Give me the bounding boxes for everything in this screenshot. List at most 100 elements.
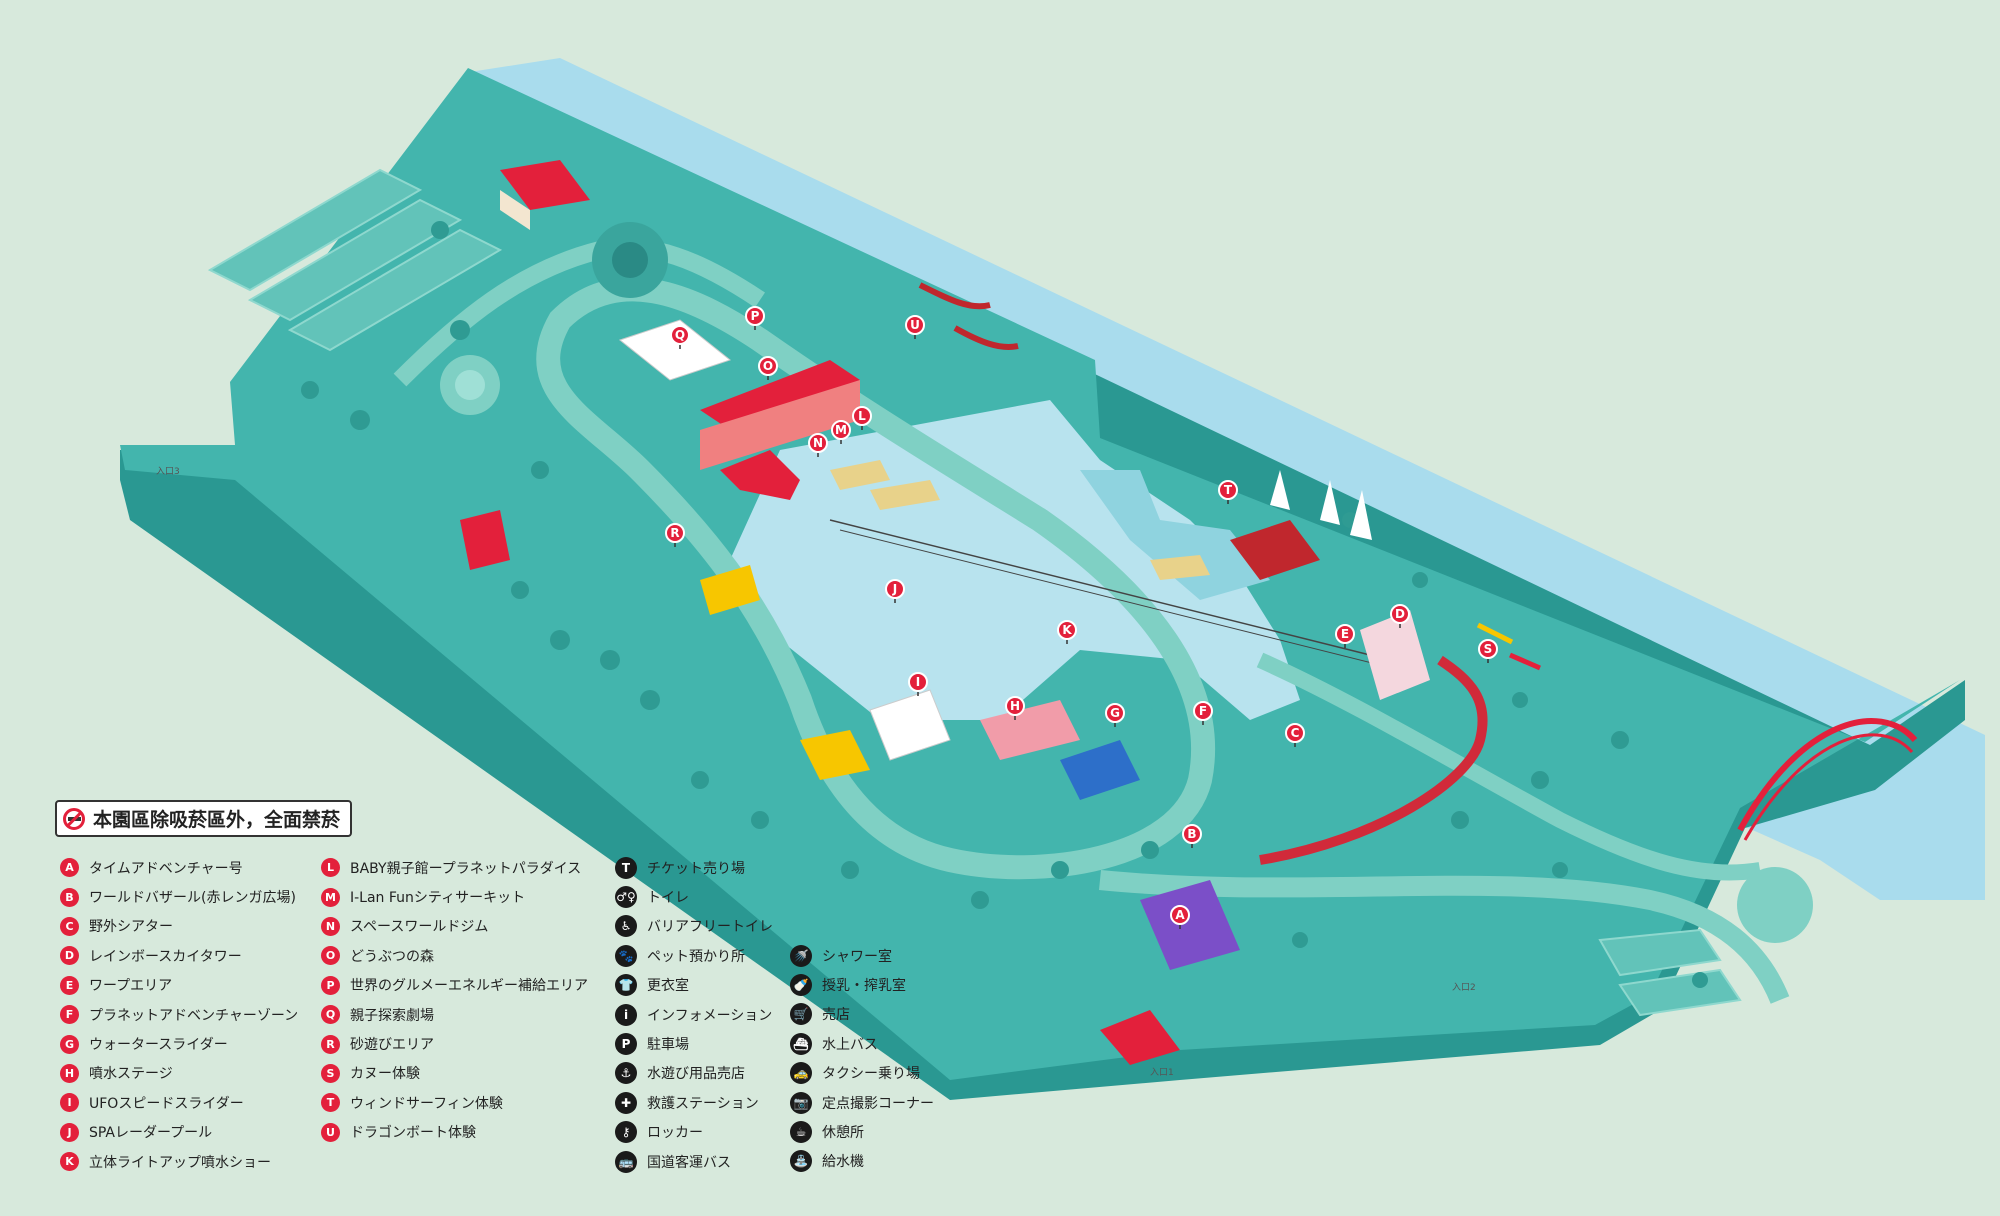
pin-u[interactable]: U [905, 315, 925, 339]
pin-n[interactable]: N [808, 433, 828, 457]
legend-item-label: 給水機 [822, 1154, 864, 1171]
legend-item: 👕 更衣室 [615, 971, 773, 1000]
pin-m[interactable]: M [831, 420, 851, 444]
facility-badge-c: C [60, 916, 79, 936]
svg-text:I: I [916, 675, 920, 689]
pin-l[interactable]: L [852, 406, 872, 430]
pin-p[interactable]: P [745, 306, 765, 330]
pin-a[interactable]: A [1170, 905, 1190, 929]
no-smoking-text: 本園區除吸菸區外，全面禁菸 [93, 809, 341, 831]
legend-item: 🛒売店 [790, 1000, 934, 1029]
svg-text:B: B [1187, 827, 1196, 841]
svg-text:J: J [892, 582, 897, 596]
legend-item: C 野外シアター [60, 912, 298, 941]
legend-item: ♿バリアフリートイレ [615, 912, 773, 941]
entrance-3-label: 入口3 [156, 466, 180, 477]
svg-text:A: A [1175, 908, 1185, 922]
pin-g[interactable]: G [1105, 703, 1125, 727]
pin-j[interactable]: J [885, 579, 905, 603]
legend-item-label: I-Lan Funシティサーキット [350, 890, 526, 907]
svg-text:N: N [813, 436, 823, 450]
legend-item-label: 休憩所 [822, 1125, 864, 1142]
legend-item-label: ドラゴンボート体験 [350, 1125, 476, 1142]
cable-car-line [829, 519, 1391, 661]
facility-badge-p: P [321, 975, 340, 995]
pin-h[interactable]: H [1005, 696, 1025, 720]
legend-item-label: 親子探索劇場 [350, 1007, 434, 1024]
fountain-plaza-center [612, 242, 648, 278]
legend-item-label: 授乳・搾乳室 [822, 978, 906, 995]
legend-item: J SPAレーダープール [60, 1118, 298, 1147]
pin-s[interactable]: S [1478, 639, 1498, 663]
pin-e[interactable]: E [1335, 624, 1355, 648]
facility-badge-e: E [60, 975, 79, 995]
taxi-icon: 🚕 [790, 1062, 812, 1085]
legend-item-label: 救護ステーション [647, 1095, 759, 1112]
piers [830, 460, 1210, 580]
legend-item: 🚕タクシー乗り場 [790, 1059, 934, 1088]
legend-item: U ドラゴンボート体験 [321, 1118, 588, 1147]
lagoon [1080, 470, 1270, 600]
facility-badge-d: D [60, 946, 79, 966]
svg-text:F: F [1199, 704, 1207, 718]
pin-d[interactable]: D [1390, 604, 1410, 628]
facility-badge-q: Q [321, 1005, 340, 1025]
info-icon: i [615, 1003, 637, 1026]
parking-icon: P [615, 1033, 637, 1056]
legend-item: 🚌 国道客運バス [615, 1147, 773, 1176]
pin-c[interactable]: C [1285, 723, 1305, 747]
pin-o[interactable]: O [758, 356, 778, 380]
legend-item: D レインボースカイタワー [60, 941, 298, 970]
pin-i[interactable]: I [908, 672, 928, 696]
legend-item: 🐾ペット預かり所 [615, 941, 773, 970]
bus-icon: 🚌 [615, 1150, 637, 1173]
pin-q[interactable]: Q [670, 325, 690, 349]
legend-item-label: スペースワールドジム [350, 919, 489, 936]
pin-f[interactable]: F [1193, 701, 1213, 725]
facility-badge-b: B [60, 887, 79, 907]
legend-item: 🚿シャワー室 [790, 941, 934, 970]
legend-item: P 世界のグルメーエネルギー補給エリア [321, 971, 588, 1000]
pin-k[interactable]: K [1057, 620, 1077, 644]
walkway-south [1099, 870, 1790, 1004]
legend-item-label: 世界のグルメーエネルギー補給エリア [350, 978, 588, 995]
legend-item-label: シャワー室 [822, 948, 892, 965]
legend-column-services-2: 🚿シャワー室🍼授乳・搾乳室🛒売店⛴水上バス🚕タクシー乗り場📷定点撮影コーナー☕休… [790, 941, 934, 1176]
legend-item: ⛲給水機 [790, 1147, 934, 1176]
legend-item-label: 売店 [822, 1007, 850, 1024]
pet-icon: 🐾 [615, 944, 637, 967]
legend-item-label: ワープエリア [89, 978, 173, 995]
legend-item-label: 国道客運バス [647, 1154, 731, 1171]
roundabout-south [1737, 867, 1813, 943]
canoe-1 [1476, 622, 1514, 645]
facility-badge-u: U [321, 1122, 340, 1142]
nursing-icon: 🍼 [790, 974, 812, 997]
legend-item-label: 更衣室 [647, 978, 689, 995]
pin-r[interactable]: R [665, 523, 685, 547]
facility-badge-f: F [60, 1005, 79, 1025]
facility-badge-n: N [321, 916, 340, 936]
svg-text:M: M [835, 423, 847, 437]
svg-text:T: T [1224, 483, 1233, 497]
svg-text:S: S [1484, 642, 1493, 656]
legend-item: 📷定点撮影コーナー [790, 1088, 934, 1117]
legend-item-label: 野外シアター [89, 919, 173, 936]
pin-b[interactable]: B [1182, 824, 1202, 848]
pin-t[interactable]: T [1218, 480, 1238, 504]
shirt-icon: 👕 [615, 974, 637, 997]
facility-badge-m: M [321, 887, 340, 907]
legend-item-label: SPAレーダープール [89, 1125, 213, 1142]
legend-item-label: レインボースカイタワー [89, 948, 242, 965]
sailboat-2 [1320, 480, 1340, 525]
facility-badge-j: J [60, 1122, 79, 1142]
svg-text:G: G [1110, 706, 1120, 720]
legend-item-label: 水遊び用品売店 [647, 1066, 745, 1083]
